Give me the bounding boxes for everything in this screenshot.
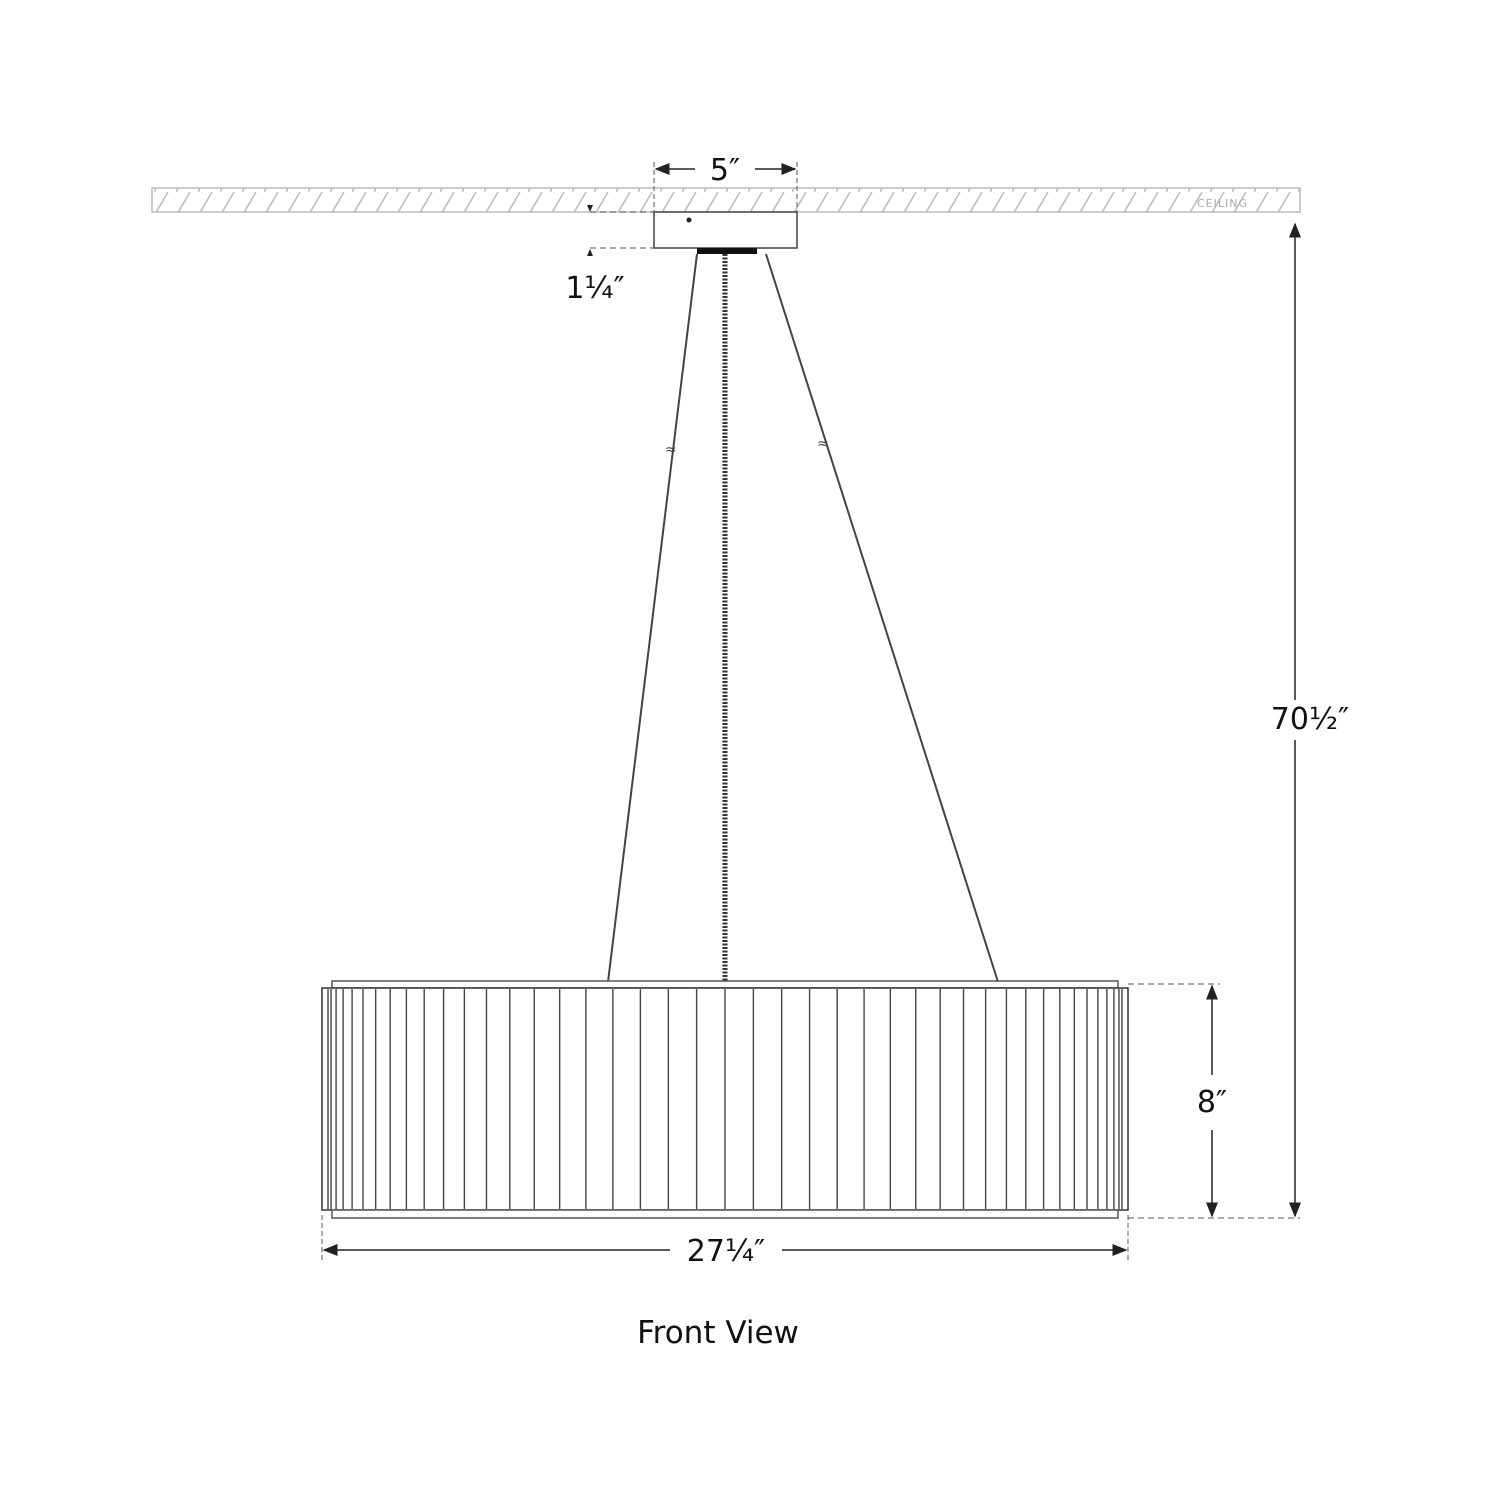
overall-height-dimension: 70½″ xyxy=(1128,222,1349,1219)
caption: Front View xyxy=(637,1315,799,1351)
canopy xyxy=(653,211,798,254)
svg-text:≈: ≈ xyxy=(817,436,829,452)
overall-height-label: 70½″ xyxy=(1271,702,1349,737)
shade-height-dimension: 8″ xyxy=(1197,984,1227,1218)
suspension: ≈ ≈ xyxy=(607,253,999,983)
ceiling-label: CEILING xyxy=(1197,197,1248,210)
drum-shade xyxy=(321,980,1129,1219)
canopy-width-label: 5″ xyxy=(710,153,740,188)
canopy-width-dimension: 5″ xyxy=(653,153,798,212)
canopy-height-label: 1¼″ xyxy=(565,271,624,306)
svg-text:≈: ≈ xyxy=(665,442,677,458)
shade-height-label: 8″ xyxy=(1197,1085,1227,1120)
canopy-height-dimension: 1¼″ xyxy=(565,205,654,306)
ceiling: CEILING xyxy=(151,187,1301,213)
shade-width-dimension: 27¼″ xyxy=(321,1215,1129,1269)
shade-width-label: 27¼″ xyxy=(687,1234,765,1269)
